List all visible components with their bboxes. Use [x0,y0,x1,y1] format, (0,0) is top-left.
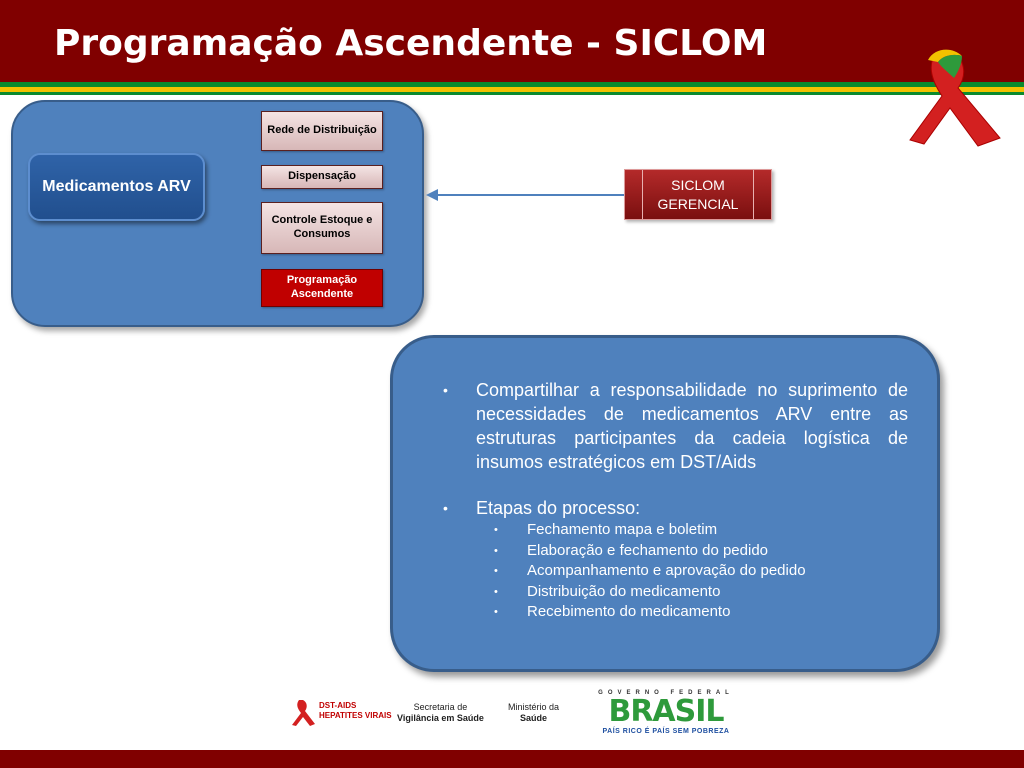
gov-text: GOVERNO FEDERAL [598,690,734,696]
medicamentos-arv-box: Medicamentos ARV [28,153,205,221]
header-bar [0,0,1024,82]
sub-bullet-list: • Fechamento mapa e boletim • Elaboração e… [443,520,908,623]
arrow-left-icon [426,189,628,201]
step-rede-distribuicao: Rede de Distribuição [261,111,383,151]
sub-bullet-text: Elaboração e fechamento do pedido [527,541,769,559]
sub-bullet-text: Distribuição do medicamento [527,582,721,600]
sub-bullet-icon: • [494,544,498,557]
dst-line1: DST-AIDS [319,701,357,710]
dst-aids-text: DST-AIDS HEPATITES VIRAIS [319,701,392,721]
slide-title: Programação Ascendente - SICLOM [54,23,768,64]
green-stripe [0,82,1024,87]
step-controle-estoque: Controle Estoque e Consumos [261,202,383,254]
sub-bullet-icon: • [494,524,498,536]
siclom-right-bar [753,170,754,219]
governo-federal-logo: GOVERNO FEDERAL BRASIL PAÍS RICO É PAÍS … [595,690,737,738]
green-stripe-2 [0,92,1024,95]
sec-line1: Secretaria de [413,702,468,712]
step-dispensacao: Dispensação [261,165,383,189]
siclom-left-bar [642,170,643,219]
sec-line2: Vigilância em Saúde [397,713,484,723]
slogan-text: PAÍS RICO É PAÍS SEM POBREZA [602,728,730,735]
aids-ribbon-icon [909,49,1001,147]
yellow-stripe [0,87,1024,92]
content-panel: • Compartilhar a responsabilidade no sup… [390,335,940,672]
min-line2: Saúde [520,713,548,723]
sub-bullet-text: Fechamento mapa e boletim [527,521,718,538]
sub-bullet-item: • Fechamento mapa e boletim [476,520,908,541]
bullet-text: Compartilhar a responsabilidade no supri… [476,380,908,472]
bullet-list: • Compartilhar a responsabilidade no sup… [443,378,908,623]
footer-bar [0,750,1024,768]
bullet-item: • Etapas do processo: • Fechamento mapa e… [443,496,908,623]
dst-aids-logo: DST-AIDS HEPATITES VIRAIS [290,696,400,732]
sub-bullet-icon: • [494,606,498,618]
siclom-gerencial-box: SICLOM GERENCIAL [624,169,772,220]
bullet-item: • Compartilhar a responsabilidade no sup… [443,378,908,474]
red-ribbon-icon [292,700,315,726]
bullet-gap [443,474,908,496]
bullet-text: Etapas do processo: [476,498,641,518]
siclom-label: SICLOM GERENCIAL [657,176,739,212]
step-programacao-ascendente: Programação Ascendente [261,269,383,307]
bullet-icon: • [443,382,448,398]
dst-line2: HEPATITES VIRAIS [319,711,392,720]
sub-bullet-item: • Distribuição do medicamento [476,582,908,603]
bullet-icon: • [443,500,448,516]
brasil-wordmark: BRASIL [608,694,724,729]
sub-bullet-icon: • [494,585,498,598]
sub-bullet-icon: • [494,565,498,577]
sub-bullet-item: • Acompanhamento e aprovação do pedido [476,561,908,582]
min-line1: Ministério da [508,702,560,712]
footer-logos: DST-AIDS HEPATITES VIRAIS Secretaria de … [285,688,745,740]
sub-bullet-text: Recebimento do medicamento [527,603,731,620]
sub-bullet-item: • Recebimento do medicamento [476,602,908,623]
sub-bullet-text: Acompanhamento e aprovação do pedido [527,562,806,579]
ministerio-logo: Ministério da Saúde [508,702,559,724]
sub-bullet-item: • Elaboração e fechamento do pedido [476,541,908,562]
secretaria-logo: Secretaria de Vigilância em Saúde [397,702,484,724]
